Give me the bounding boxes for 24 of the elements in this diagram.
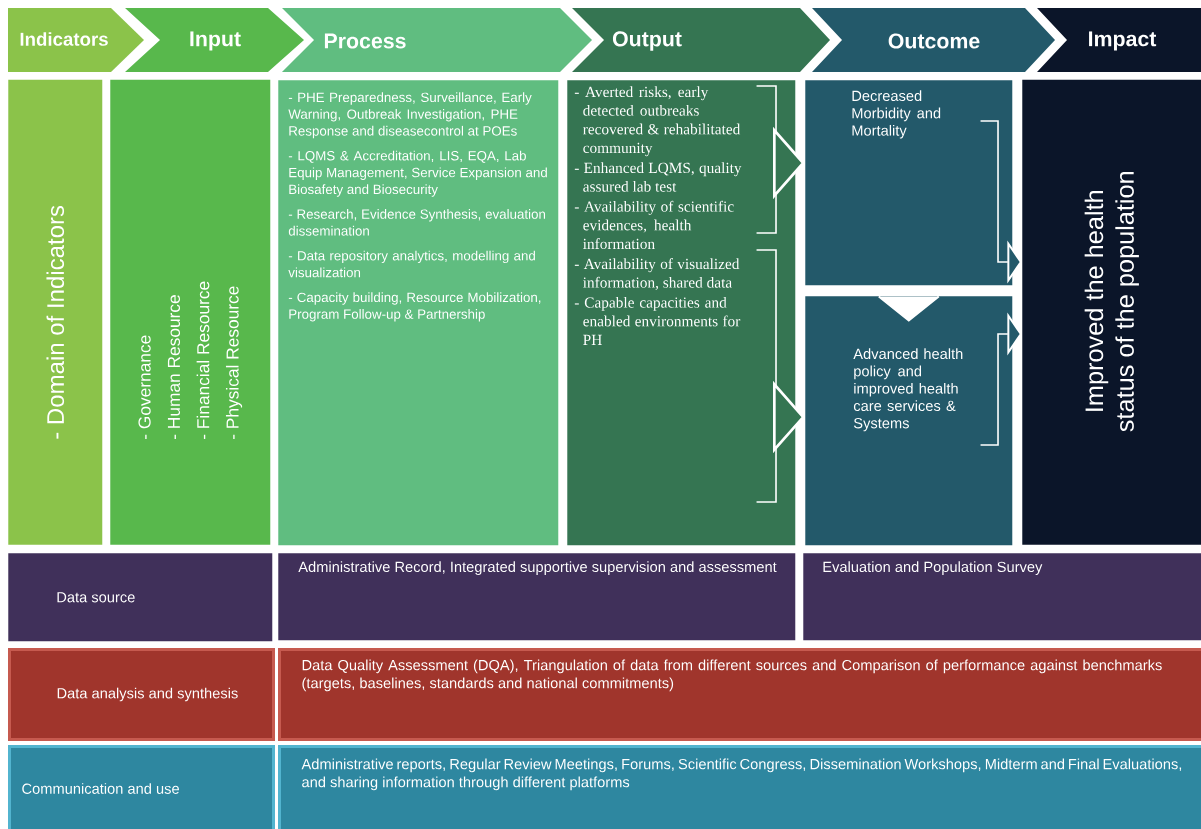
row-label-box: Communication and use [8, 745, 275, 829]
outcome-box: Decreased Morbidity and Mortality [805, 80, 1013, 286]
impact-box: Improved the health status of the population [1022, 79, 1201, 545]
row-label-box: Data analysis and synthesis [8, 648, 275, 741]
row-box: Administrative reports, Regular Review Meetings, Forums, Scientific Congress, Dissemination Workshops, Midterm and Final Evaluations, and sharing information through different platforms [278, 745, 1201, 829]
row-label-box: Data source [8, 553, 273, 642]
row-box: Administrative Record, Integrated supportive supervision and assessment [278, 553, 796, 641]
bracket-arrow [755, 249, 805, 503]
column-box: - Averted risks, early detected outbreaks recovered & rehabilitated community - Enhanced LQMS, quality assured lab test - Availability of scientific evidences, health information - Availability of visualized information, shared data - Capable capacities and enabled environments for PH [567, 80, 796, 546]
chevron-banner: Input [125, 8, 304, 72]
outcome-box: Advanced health policy and improved health care services & Systems [805, 296, 1013, 546]
column-box: - Domain of Indicators [8, 79, 103, 545]
chevron-banner: Outcome [812, 8, 1055, 72]
chevron-banner: Output [572, 8, 830, 72]
chevron-banner: Indicators [8, 8, 144, 72]
column-box: - Governance - Human Resource - Financial Resource - Physical Resource [110, 79, 271, 545]
row-box: Data Quality Assessment (DQA), Triangulation of data from different sources and Comparison of performance against benchmarks (targets, baselines, standards and national commitments) [278, 648, 1201, 741]
bracket-arrow [979, 312, 1022, 446]
chevron-notch [877, 295, 940, 322]
bracket-arrow [755, 85, 805, 234]
column-box: - PHE Preparedness, Surveillance, Early Warning, Outbreak Investigation, PHE Response and diseasecontrol at POEs - LQMS & Accreditation, LIS, EQA, Lab Equip Management, Service Expansion and Biosafety and Biosecurity - Research, Evidence Synthesis, evaluation dissemination - Data repository analytics, modelling and visualization - Capacity building, Resource Mobilization, Program Follow-up & Partnership [278, 80, 559, 546]
row-box: Evaluation and Population Survey [803, 553, 1201, 641]
chevron-banner: Impact [1037, 8, 1201, 72]
chevron-banner: Process [282, 8, 592, 72]
